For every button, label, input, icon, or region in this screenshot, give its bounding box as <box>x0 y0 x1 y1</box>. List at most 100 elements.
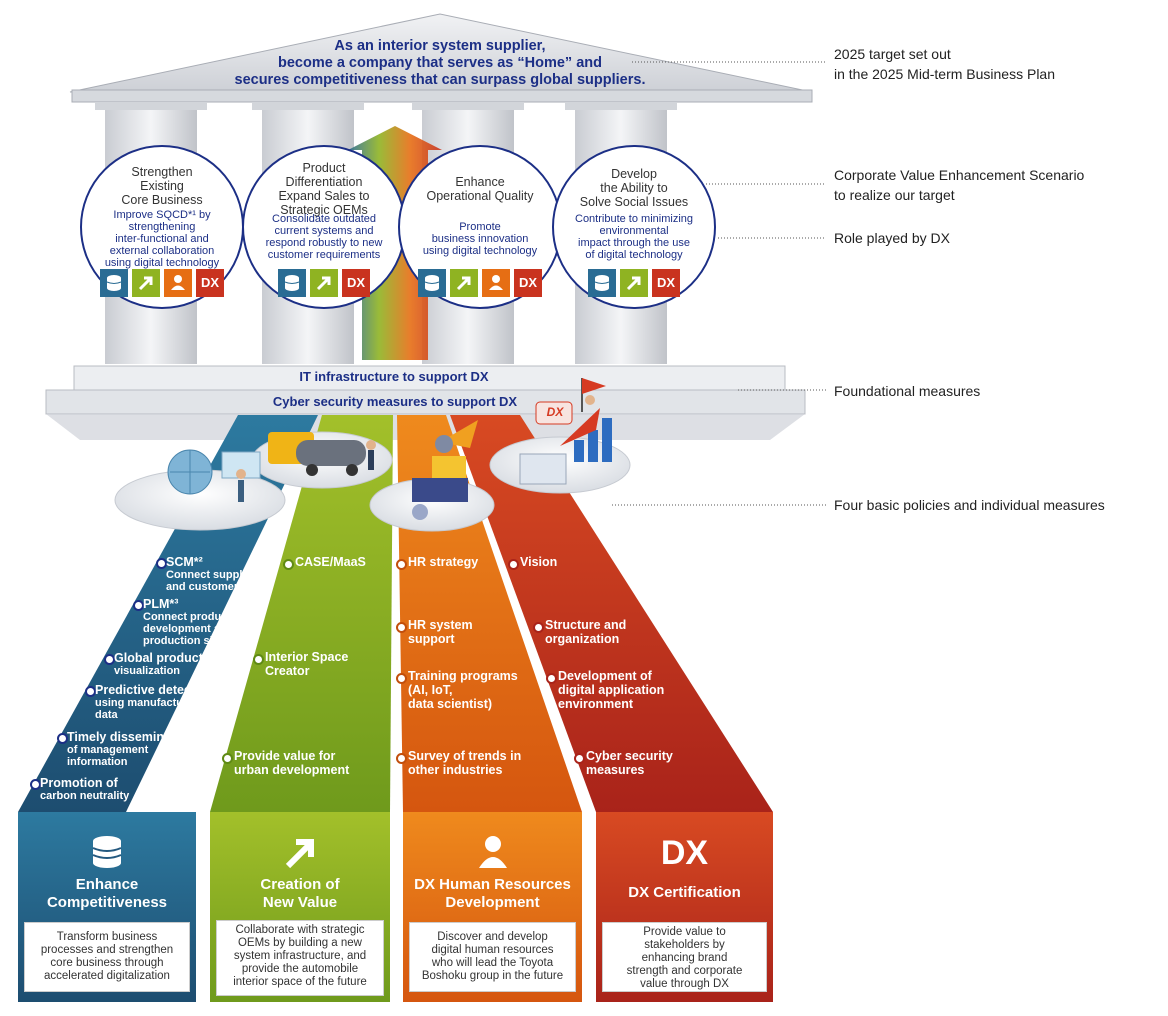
measure-line: urban development <box>234 763 350 777</box>
measure-line: Survey of trends in <box>408 749 522 763</box>
measure-bullet <box>546 673 557 684</box>
dx-icon: DX <box>196 269 224 297</box>
pillar-role-line: respond robustly to new <box>265 237 383 249</box>
measure-title: Global production <box>114 651 222 665</box>
measure-subtitle: Connect suppliers <box>166 569 262 581</box>
measure-bullet <box>396 673 407 684</box>
measure-line: HR system <box>408 618 473 632</box>
measure-bullet <box>508 559 519 570</box>
measure-subtitle: using manufacturing <box>95 697 204 709</box>
dx-icon: DX <box>660 834 709 872</box>
arrow-icon-glyph <box>626 276 641 291</box>
database-icon-glyph <box>594 275 610 291</box>
pillar-title-line: Core Business <box>121 193 203 207</box>
database-icon <box>418 269 446 297</box>
measure-title: Timely dissemination <box>67 730 194 744</box>
measure-line: other industries <box>408 763 503 777</box>
pillar-title-line: Strengthen <box>131 165 193 179</box>
measure-bullet <box>30 779 41 790</box>
card-title-line: DX Human Resources <box>414 876 571 893</box>
pillar-role-line: strengthening <box>128 221 196 233</box>
card-desc-line: Discover and develop <box>437 931 548 943</box>
annotation-line: 2025 target set out <box>834 46 951 62</box>
card-title-line: DX Certification <box>628 884 741 901</box>
measure-subtitle: carbon neutrality <box>40 790 130 802</box>
arrow-icon <box>450 269 478 297</box>
pillar-title-line: Operational Quality <box>426 189 534 203</box>
pillar-role-line: Contribute to minimizing <box>575 213 693 225</box>
dx-icon-text: DX <box>346 275 366 290</box>
card-desc-line: OEMs by building a new <box>237 937 362 949</box>
arrow-icon-glyph <box>138 276 153 291</box>
measure-subtitle: of management <box>67 744 149 756</box>
arrow-icon <box>310 269 338 297</box>
policy-card-title: DX Certification <box>596 884 773 902</box>
person-icon-glyph <box>489 275 503 290</box>
card-title-line: Creation of <box>260 876 340 893</box>
measure-line: Vision <box>520 555 558 569</box>
measure-bullet <box>57 733 68 744</box>
database-icon <box>588 269 616 297</box>
pillar-title-line: Develop <box>611 167 657 181</box>
pillar-title-line: Solve Social Issues <box>579 195 689 209</box>
card-desc-line: enhancing brand <box>641 952 728 964</box>
card-desc-line: core business through <box>50 957 164 969</box>
dx-icon: DX <box>514 269 542 297</box>
card-title-line: Enhance <box>75 876 139 893</box>
measure-title: PLM*³ <box>143 597 179 611</box>
card-desc-line: value through DX <box>640 978 729 990</box>
database-icon-glyph <box>284 275 300 291</box>
measure-bullet <box>533 622 544 633</box>
measure-line: HR strategy <box>408 555 479 569</box>
measure-bullet <box>253 654 264 665</box>
measure-line: measures <box>586 763 645 777</box>
arrow-icon <box>132 269 160 297</box>
annotation-foundational: Foundational measures <box>834 383 981 399</box>
measure-bullet <box>104 654 115 665</box>
leader-lines <box>612 61 826 506</box>
pillar-role-line: current systems and <box>274 225 374 237</box>
pillar-role-line: environmental <box>599 225 669 237</box>
person-icon <box>477 834 509 870</box>
measure-line: (AI, IoT, <box>408 683 453 697</box>
pillar-title-line: the Ability to <box>600 181 668 195</box>
dx-icon: DX <box>652 269 680 297</box>
pillar-title-line: Expand Sales to <box>278 189 370 203</box>
measure-subtitle: development and <box>143 623 234 635</box>
card-desc-line: digital human resources <box>431 944 554 956</box>
pillar-role-line: of digital technology <box>585 249 683 261</box>
measure-green: CASE/MaaS <box>295 555 366 569</box>
arrow-icon <box>284 834 316 870</box>
card-desc-line: accelerated digitalization <box>44 970 170 982</box>
annotation-policies: Four basic policies and individual measu… <box>834 497 1105 513</box>
arrow-icon-glyph <box>316 276 331 291</box>
card-desc-line: Transform business <box>56 931 158 943</box>
dx-icon: DX <box>342 269 370 297</box>
measure-bullet <box>156 558 167 569</box>
foundation-it-infrastructure: IT infrastructure to support DX <box>299 369 489 384</box>
measure-red: Vision <box>520 555 557 569</box>
measure-line: support <box>408 632 455 646</box>
annotation-line: to realize our target <box>834 187 955 203</box>
arrow-icon-glyph <box>456 276 471 291</box>
card-desc-line: Collaborate with strategic <box>235 924 365 936</box>
card-desc-line: Provide value to <box>643 926 726 938</box>
card-title-line: Competitiveness <box>46 894 168 911</box>
pillar-role-line: business innovation <box>431 233 529 245</box>
measure-line: Cyber security <box>586 749 673 763</box>
measure-subtitle: visualization <box>114 665 181 677</box>
person-icon <box>164 269 192 297</box>
